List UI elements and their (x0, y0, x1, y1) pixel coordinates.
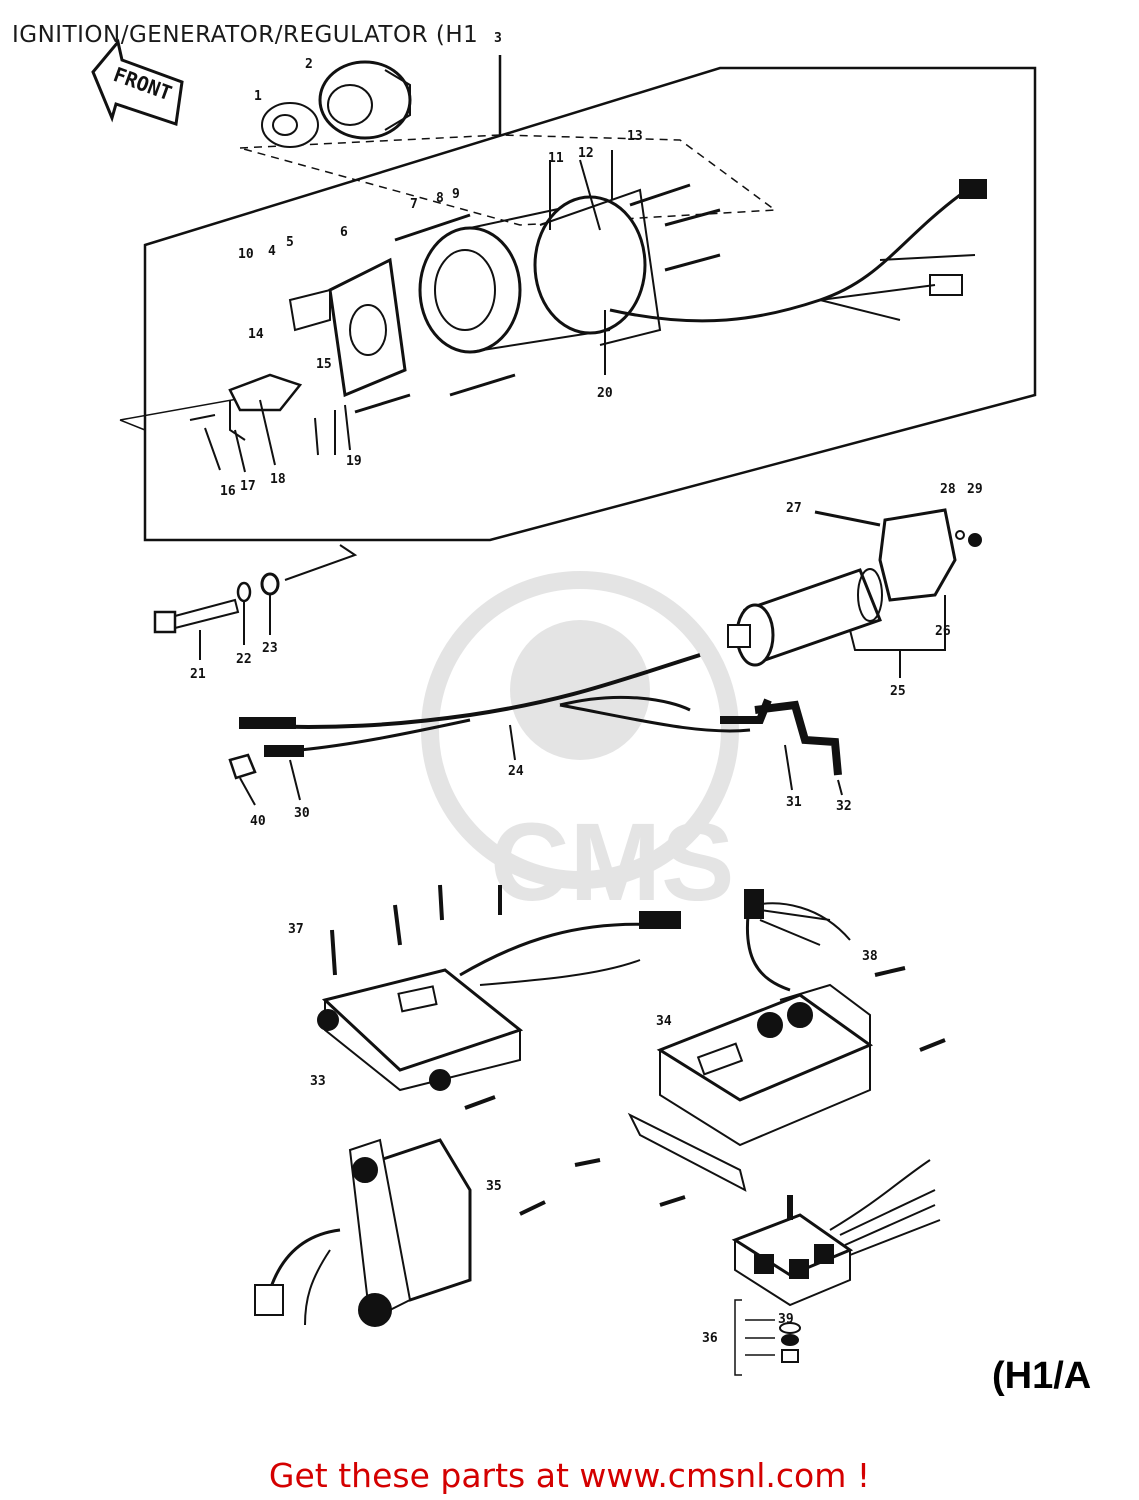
callout-2: 2 (305, 57, 313, 72)
callout-36: 36 (702, 1331, 718, 1346)
voltage-regulator-part-35 (254, 1138, 472, 1327)
coil-bracket-part-26 (878, 508, 957, 602)
callout-30: 30 (294, 806, 310, 821)
callout-7: 7 (410, 197, 418, 212)
callout-34: 34 (656, 1014, 672, 1029)
bolt-part-21 (153, 598, 240, 634)
callout-23: 23 (262, 641, 278, 656)
front-arrow-icon: FRONT (91, 38, 184, 126)
callout-18: 18 (270, 472, 286, 487)
callout-20: 20 (597, 386, 613, 401)
rotor-housing-part-2 (318, 60, 412, 140)
washer-part-23 (260, 572, 280, 596)
regulator-part-34 (627, 889, 874, 1192)
generator-assembly-frame (143, 66, 1037, 542)
rotor-part-1 (261, 102, 319, 148)
washer-part-22 (236, 581, 252, 603)
callout-8: 8 (436, 191, 444, 206)
watermark-text: CMS (490, 801, 734, 924)
callout-26: 26 (935, 624, 951, 639)
callout-11: 11 (548, 151, 564, 166)
callout-28: 28 (940, 482, 956, 497)
callout-25: 25 (890, 684, 906, 699)
callout-15: 15 (316, 357, 332, 372)
callout-31: 31 (786, 795, 802, 810)
generator-wiring (609, 193, 961, 323)
footer-cta-link[interactable]: Get these parts at www.cmsnl.com ! (268, 1456, 871, 1495)
callout-9: 9 (452, 187, 460, 202)
callout-5: 5 (286, 235, 294, 250)
callout-40: 40 (250, 814, 266, 829)
callout-17: 17 (240, 479, 256, 494)
callout-32: 32 (836, 799, 852, 814)
cms-watermark-logo: CMS (421, 571, 739, 924)
model-badge: (H1/A (992, 1355, 1092, 1397)
page-title: IGNITION/GENERATOR/REGULATOR (H1 (12, 22, 479, 48)
callout-10: 10 (238, 247, 254, 262)
rectifier-part-36 (731, 1159, 941, 1363)
callout-3: 3 (494, 31, 502, 46)
callout-24: 24 (508, 764, 524, 779)
stator-housing (418, 188, 662, 354)
callout-29: 29 (967, 482, 983, 497)
callout-37: 37 (288, 922, 304, 937)
callout-33: 33 (310, 1074, 326, 1089)
callout-6: 6 (340, 225, 348, 240)
callout-16: 16 (220, 484, 236, 499)
callout-labels: 1 2 3 4 5 6 7 8 9 10 11 12 13 14 15 16 1… (190, 31, 983, 1346)
connector-top (959, 179, 987, 199)
ignition-coil-part-25 (727, 568, 883, 667)
callout-4: 4 (268, 244, 276, 259)
callout-19: 19 (346, 454, 362, 469)
callout-13: 13 (627, 129, 643, 144)
callout-27: 27 (786, 501, 802, 516)
callout-22: 22 (236, 652, 252, 667)
callout-35: 35 (486, 1179, 502, 1194)
callout-14: 14 (248, 327, 264, 342)
callout-12: 12 (578, 146, 594, 161)
callout-1: 1 (254, 89, 262, 104)
breaker-plate-part-6 (328, 257, 407, 398)
cdi-unit-part-33 (317, 911, 681, 1092)
callout-38: 38 (862, 949, 878, 964)
high-tension-lead-part-24 (239, 653, 842, 776)
callout-21: 21 (190, 667, 206, 682)
callout-39: 39 (778, 1312, 794, 1327)
